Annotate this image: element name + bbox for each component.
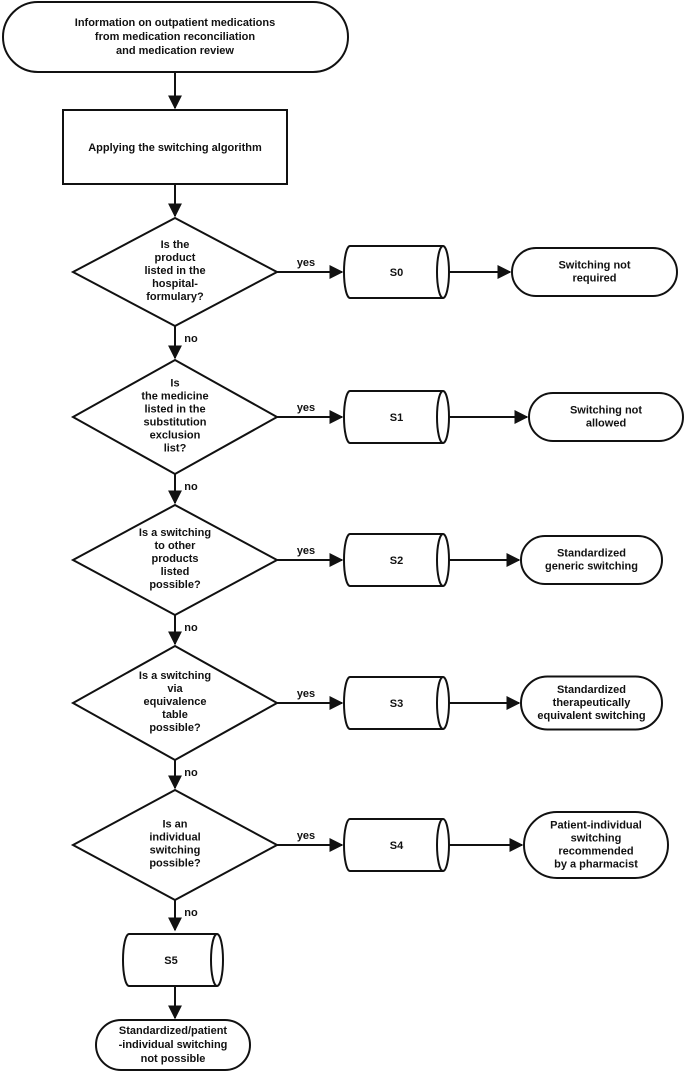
decision-question-line: substitution [144,417,207,429]
s5-cylinder [122,933,224,987]
outcome-line: equivalent switching [537,710,645,722]
no-label: no [184,622,198,634]
decision-question-line: possible? [149,722,201,734]
decision-question-line: table [162,709,188,721]
cylinder-cap [436,818,444,872]
outcome-line: required [572,273,616,285]
no-label: no [184,767,198,779]
decision-question-line: listed in the [144,404,205,416]
decision-question-line: individual [149,832,200,844]
decision-question-line: possible? [149,858,201,870]
decision-question-line: listed in the [144,265,205,277]
no-label: no [184,481,198,493]
decision-question-line: formulary? [146,291,204,303]
decision-question-line: product [155,252,196,264]
yes-label: yes [297,545,315,557]
s5-label: S5 [164,955,177,967]
decision-question-line: list? [164,443,187,455]
outcome-line: Patient-individual [550,820,642,832]
decision-question-line: Is an [162,819,187,831]
outcome-line: recommended [558,846,633,858]
cylinder-cap [436,676,444,730]
decision-question-line: hospital- [152,278,198,290]
start-line: and medication review [116,45,234,57]
outcome-terminal [520,675,663,731]
decision-question-line: equivalence [144,696,207,708]
outcome-line: Switching not [570,405,642,417]
decision-question-line: Is a switching [139,670,211,682]
decision-question-line: Is a switching [139,527,211,539]
decision-question-line: possible? [149,579,201,591]
no-label: no [184,907,198,919]
yes-label: yes [297,402,315,414]
decision-question-line: Is [170,378,179,390]
decision-question-line: products [151,553,198,565]
outcome-terminal [520,535,663,585]
cylinder-cap [436,533,444,587]
cylinder-cap [436,245,444,299]
process-label: Applying the switching algorithm [88,142,262,154]
category-code: S4 [390,840,404,852]
decision-question-line: to other [155,540,197,552]
decision-question-line: switching [150,845,201,857]
outcome-line: generic switching [545,561,638,573]
end-line: not possible [141,1053,206,1065]
start-line: from medication reconciliation [95,31,255,43]
category-code: S3 [390,698,403,710]
process-box [62,109,288,185]
decision-question-line: exclusion [150,430,201,442]
category-code: S0 [390,267,403,279]
outcome-line: Switching not [558,260,630,272]
decision-question-line: listed [161,566,190,578]
outcome-terminal [528,392,684,442]
outcome-terminal [523,811,669,879]
decision-question-line: via [167,683,183,695]
cylinder-cap [436,390,444,444]
start-line: Information on outpatient medications [75,17,275,29]
no-label: no [184,333,198,345]
outcome-line: Standardized [557,548,626,560]
category-code: S2 [390,555,403,567]
outcome-line: by a pharmacist [554,859,638,871]
yes-label: yes [297,257,315,269]
end-terminal [95,1019,251,1071]
outcome-terminal [511,247,678,297]
decision-question-line: the medicine [141,391,208,403]
category-code: S1 [390,412,403,424]
outcome-line: allowed [586,418,626,430]
end-line: -individual switching [119,1039,228,1051]
decision-question-line: Is the [161,239,190,251]
outcome-line: switching [571,833,622,845]
yes-label: yes [297,688,315,700]
yes-label: yes [297,830,315,842]
outcome-line: Standardized [557,684,626,696]
end-line: Standardized/patient [119,1025,228,1037]
outcome-line: therapeutically [553,697,632,709]
